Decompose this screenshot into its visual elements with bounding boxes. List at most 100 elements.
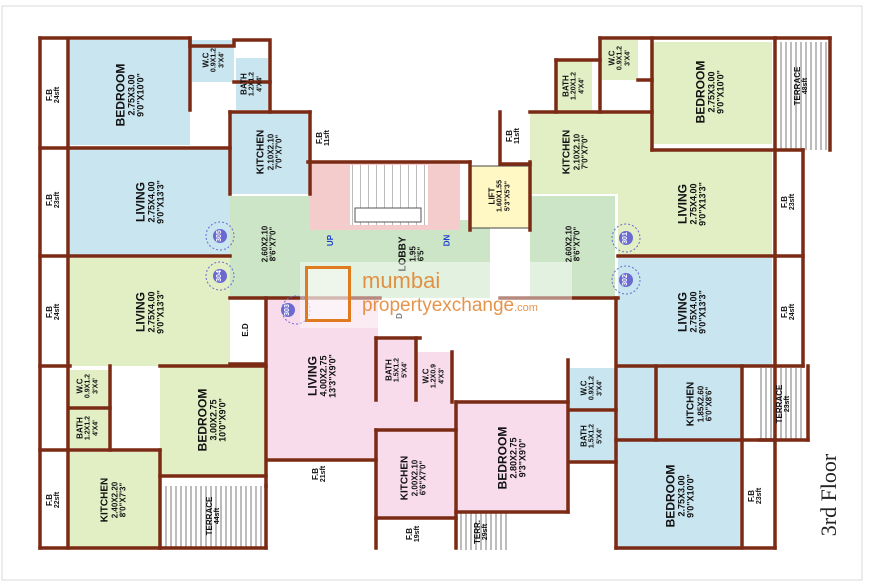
room-dims: 6'0"X8'6"	[704, 386, 714, 422]
kitchen-bl-area	[70, 452, 160, 548]
fb-24-mr-area	[775, 258, 803, 366]
kitchen-br-area	[656, 368, 742, 440]
bedroom-tr-area	[652, 42, 772, 144]
room-dims: 7'0"X7'0"	[274, 134, 284, 170]
room-name: F.B	[747, 490, 757, 502]
room-dims: 9'0"X10'0"	[135, 73, 146, 117]
flat-tag-303: 303	[281, 303, 295, 317]
room-size: 11sft	[514, 128, 522, 144]
fb-11-l-area	[310, 118, 338, 163]
room-dims: 9'0"X13'3"	[155, 290, 166, 334]
room-size: 1.20X1.2	[570, 71, 578, 101]
room-name: TERR.	[473, 520, 483, 544]
room-name: W.C	[607, 50, 617, 66]
watermark-logo-icon	[305, 266, 351, 322]
bath-bl-area	[70, 408, 110, 448]
passage-l-area	[230, 196, 310, 298]
room-dims: 9'0"X10'0"	[685, 474, 696, 518]
wc-bc-area	[416, 352, 452, 400]
room-name: KITCHEN	[399, 455, 411, 501]
room-size: 1.2X0.9	[430, 363, 438, 389]
room-name: F.B	[45, 306, 55, 318]
wc-tr-area	[600, 40, 638, 80]
room-size: 23sft	[54, 191, 62, 209]
room-name: F.B	[315, 132, 325, 144]
bedroom-tl-area	[70, 40, 190, 145]
room-dims: 8'6"X7'0"	[573, 226, 582, 262]
room-dims: 9'0"X13'3"	[155, 180, 166, 224]
room-dims: 10'0"X9'0"	[217, 398, 228, 442]
flat-tag-302: 302	[619, 273, 633, 287]
dn-room-area	[380, 298, 420, 338]
room-dims: 3'X4'	[624, 50, 632, 66]
flat-tag-301: 301	[619, 231, 633, 245]
ed-area	[230, 298, 264, 364]
room-name: BATH	[579, 425, 589, 447]
room-size: 24sft	[789, 303, 797, 321]
terrace-tr-area	[775, 42, 830, 150]
flat-tag-304: 304	[213, 269, 227, 283]
watermark-line2: propertyexchange.com	[362, 295, 538, 316]
room-name: BATH	[75, 417, 85, 439]
room-dims: 4'X4'	[256, 76, 264, 92]
room-size: 11sft	[324, 130, 332, 146]
room-size: 44sft	[214, 507, 222, 525]
terrace-br-area	[760, 368, 805, 440]
room-size: 23sft	[789, 193, 797, 211]
room-name: KITCHEN	[561, 129, 573, 175]
room-name: LIVING	[133, 291, 148, 333]
room-dims: 8'0"X7'3"	[118, 482, 128, 518]
room-name: BEDROOM	[663, 464, 678, 528]
room-dims: 5'X4'	[596, 428, 604, 444]
bath-tl-area	[236, 58, 268, 110]
room-size: 0.9X1.2	[588, 375, 596, 401]
fb-24-ml-area	[40, 258, 68, 366]
bedroom-bc-area	[456, 402, 568, 512]
room-size: 48sft	[802, 77, 810, 95]
living-mr-area	[618, 258, 772, 366]
room-name: F.B	[45, 494, 55, 506]
room-name: TERRACE	[793, 66, 803, 106]
kitchen-tl-area	[230, 112, 308, 194]
room-name: W.C	[421, 368, 431, 384]
room-size: 23sft	[756, 487, 764, 505]
room-size: 0.9X1.2	[210, 47, 218, 73]
room-name: KITCHEN	[255, 129, 267, 175]
fb-19-bc-area	[376, 520, 454, 548]
room-name: LIVING	[305, 355, 320, 397]
wc-bl-area	[70, 370, 110, 408]
room-name: BEDROOM	[113, 63, 128, 127]
room-dims: 4'X4'	[92, 420, 100, 436]
room-name: F.B	[780, 306, 790, 318]
terrace-bc-area	[458, 512, 508, 550]
terrace-bl-area	[164, 486, 266, 548]
room-size: 19sft	[414, 525, 422, 543]
room-name: W.C	[579, 380, 589, 396]
